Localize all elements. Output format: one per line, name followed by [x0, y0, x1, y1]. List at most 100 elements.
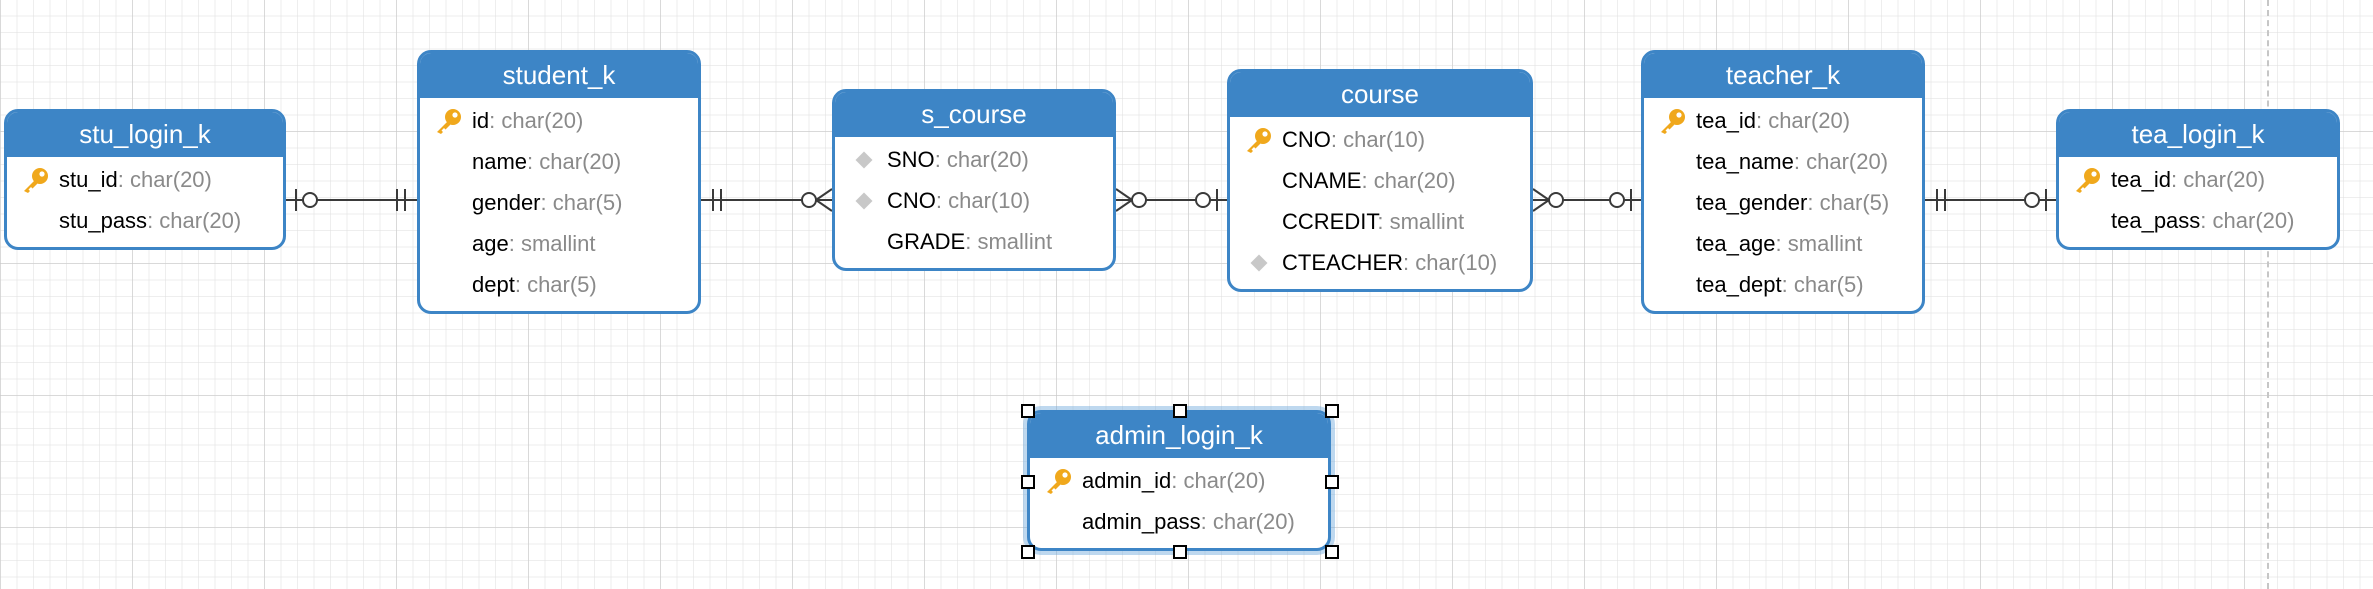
attribute-name: GRADE	[887, 229, 966, 254]
attribute-type: smallint	[1787, 231, 1863, 256]
attribute-name: SNO	[887, 147, 935, 172]
entity-title[interactable]: course	[1230, 72, 1530, 117]
cardinality-circle	[801, 192, 817, 208]
attribute-row[interactable]: stu_pass: char(20)	[7, 200, 283, 241]
attribute-name: tea_id	[1696, 108, 1756, 133]
resize-handle[interactable]	[1325, 404, 1339, 418]
attribute-name: tea_pass	[2111, 208, 2201, 233]
attribute-row[interactable]: tea_id: char(20)	[1644, 100, 1922, 141]
primary-key-icon	[2073, 166, 2103, 194]
attribute-row[interactable]: tea_age: smallint	[1644, 223, 1922, 264]
attribute-type: char(20)	[501, 108, 584, 133]
crows-foot-line	[1115, 188, 1133, 201]
attribute-list: tea_id: char(20)tea_name: char(20)tea_ge…	[1644, 98, 1922, 311]
cardinality-circle	[1195, 192, 1211, 208]
attribute-list: tea_id: char(20)tea_pass: char(20)	[2059, 157, 2337, 247]
crows-foot-line	[1532, 199, 1550, 212]
attribute-name: admin_pass	[1082, 509, 1201, 534]
resize-handle[interactable]	[1173, 404, 1187, 418]
attribute-type: char(10)	[1415, 250, 1498, 275]
entity-title[interactable]: tea_login_k	[2059, 112, 2337, 157]
attribute-separator: :	[489, 108, 502, 133]
attribute-row[interactable]: tea_name: char(20)	[1644, 141, 1922, 182]
attribute-type: char(20)	[1806, 149, 1889, 174]
primary-key-icon	[1658, 107, 1688, 135]
resize-handle[interactable]	[1325, 474, 1339, 489]
attribute-row[interactable]: id: char(20)	[420, 100, 698, 141]
attribute-separator: :	[1361, 168, 1374, 193]
attribute-row[interactable]: CNAME: char(20)	[1230, 160, 1530, 201]
attribute-separator: :	[2170, 167, 2184, 192]
attribute-separator: :	[117, 167, 130, 192]
attribute-type: char(5)	[1793, 272, 1864, 297]
attribute-list: stu_id: char(20)stu_pass: char(20)	[7, 157, 283, 247]
entity-title[interactable]: student_k	[420, 53, 698, 98]
attribute-type: char(20)	[539, 149, 622, 174]
primary-key-icon	[434, 107, 464, 135]
attribute-separator: :	[1330, 127, 1344, 152]
attribute-row[interactable]: tea_gender: char(5)	[1644, 182, 1922, 223]
cardinality-circle	[1609, 192, 1625, 208]
attribute-row[interactable]: tea_pass: char(20)	[2059, 200, 2337, 241]
primary-key-icon	[21, 166, 51, 194]
attribute-name: tea_dept	[1696, 272, 1782, 297]
attribute-row[interactable]: GRADE: smallint	[835, 221, 1113, 262]
attribute-separator: :	[1377, 209, 1390, 234]
attribute-name: name	[472, 149, 528, 174]
resize-handle[interactable]	[1173, 545, 1187, 559]
cardinality-circle	[1548, 192, 1564, 208]
attribute-name: CTEACHER	[1282, 250, 1404, 275]
entity-title[interactable]: stu_login_k	[7, 112, 283, 157]
attribute-list: CNO: char(10)CNAME: char(20)CCREDIT: sma…	[1230, 117, 1530, 289]
attribute-type: char(20)	[129, 167, 212, 192]
attribute-row[interactable]: name: char(20)	[420, 141, 698, 182]
attribute-row[interactable]: gender: char(5)	[420, 182, 698, 223]
attribute-separator: :	[1200, 509, 1213, 534]
attribute-list: admin_id: char(20)admin_pass: char(20)	[1030, 458, 1328, 548]
resize-handle[interactable]	[1325, 545, 1339, 559]
resize-handle[interactable]	[1021, 404, 1035, 418]
attribute-row[interactable]: dept: char(5)	[420, 264, 698, 305]
cardinality-circle	[1131, 192, 1147, 208]
attribute-separator: :	[1775, 231, 1788, 256]
attribute-separator: :	[1171, 468, 1184, 493]
foreign-key-icon	[849, 187, 879, 215]
attribute-row[interactable]: tea_dept: char(5)	[1644, 264, 1922, 305]
attribute-row[interactable]: tea_id: char(20)	[2059, 159, 2337, 200]
attribute-row[interactable]: SNO: char(20)	[835, 139, 1113, 180]
entity-title[interactable]: s_course	[835, 92, 1113, 137]
attribute-type: char(20)	[1373, 168, 1456, 193]
attribute-row[interactable]: CNO: char(10)	[835, 180, 1113, 221]
attribute-row[interactable]: admin_pass: char(20)	[1030, 501, 1328, 542]
entity-title[interactable]: admin_login_k	[1030, 413, 1328, 458]
resize-handle[interactable]	[1021, 545, 1035, 559]
crows-foot-line	[1532, 188, 1550, 201]
crows-foot-line	[1115, 199, 1133, 212]
attribute-row[interactable]: CNO: char(10)	[1230, 119, 1530, 160]
entity-title[interactable]: teacher_k	[1644, 53, 1922, 98]
resize-handle[interactable]	[1021, 474, 1035, 489]
attribute-type: char(20)	[2183, 167, 2266, 192]
attribute-separator: :	[965, 229, 978, 254]
attribute-row[interactable]: admin_id: char(20)	[1030, 460, 1328, 501]
attribute-name: gender	[472, 190, 541, 215]
cardinality-circle	[2024, 192, 2040, 208]
attribute-row[interactable]: CCREDIT: smallint	[1230, 201, 1530, 242]
attribute-separator: :	[514, 272, 528, 297]
primary-key-icon	[1044, 467, 1074, 495]
attribute-type: smallint	[1389, 209, 1465, 234]
attribute-row[interactable]: age: smallint	[420, 223, 698, 264]
attribute-row[interactable]: stu_id: char(20)	[7, 159, 283, 200]
attribute-type: char(20)	[1768, 108, 1851, 133]
attribute-row[interactable]: CTEACHER: char(10)	[1230, 242, 1530, 283]
attribute-name: age	[472, 231, 509, 256]
attribute-separator: :	[935, 188, 949, 213]
